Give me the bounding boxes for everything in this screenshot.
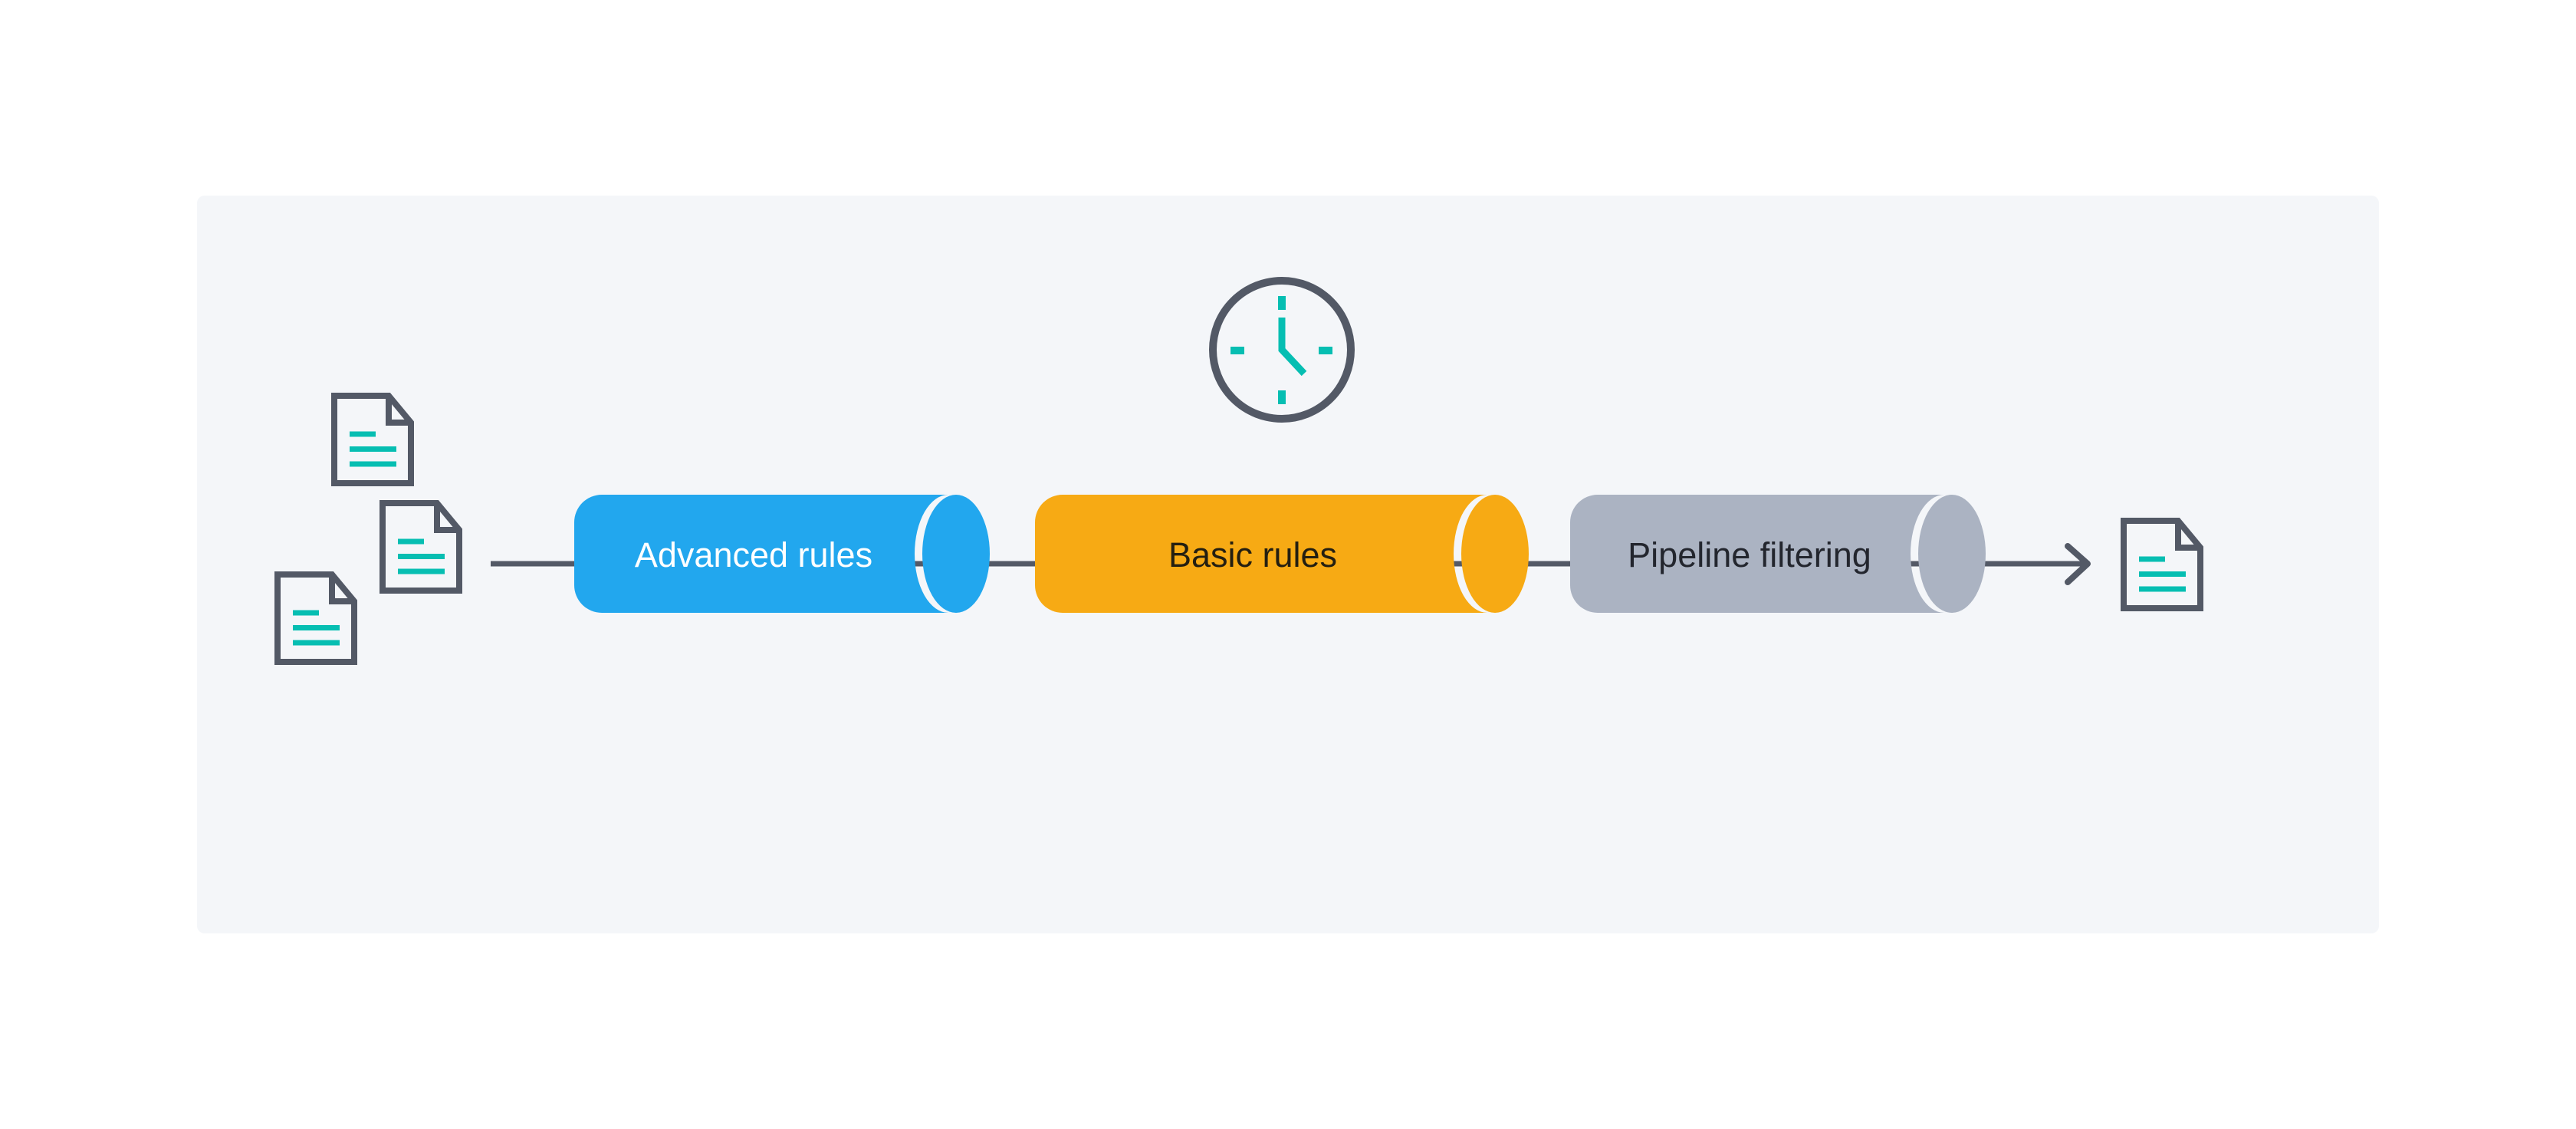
stage-label-advanced-rules: Advanced rules (635, 535, 872, 574)
clock-icon (1209, 277, 1355, 423)
stage-label-pipeline-filtering: Pipeline filtering (1628, 535, 1871, 574)
clock-ring (1209, 277, 1355, 423)
cylinder-body (1570, 495, 1944, 613)
cylinder-cap (1461, 495, 1529, 613)
cylinder-cap (922, 495, 990, 613)
arrow-head-icon (2065, 543, 2091, 585)
stage-basic-rules: Basic rules (1035, 495, 1529, 613)
cylinder-body (574, 495, 948, 613)
clock-hands (1278, 318, 1307, 377)
cylinder-cap (1918, 495, 1986, 613)
stage-label-basic-rules: Basic rules (1168, 535, 1337, 574)
stage-advanced-rules: Advanced rules (574, 495, 990, 613)
cylinder-body (1035, 495, 1487, 613)
stage-pipeline-filtering: Pipeline filtering (1570, 495, 1986, 613)
